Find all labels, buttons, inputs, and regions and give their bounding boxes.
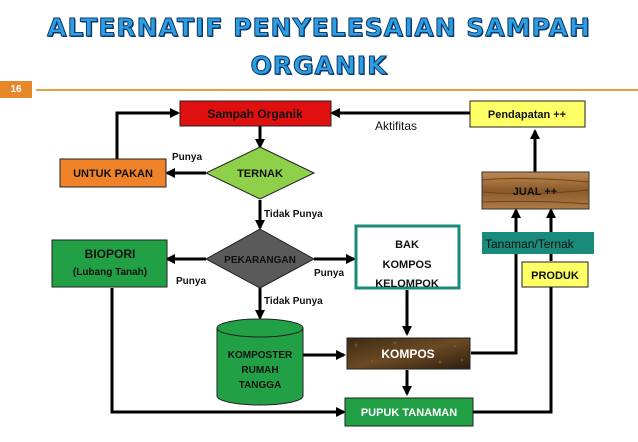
kompos-label: KOMPOS	[381, 347, 434, 361]
edge-label-tidak-punya-1: Tidak Punya	[264, 209, 323, 220]
bak-label-line2: KOMPOS	[383, 259, 432, 271]
arrow-kompos-to-jual	[471, 208, 521, 355]
arrow-biopori-to-pupuk	[110, 288, 346, 417]
slide-number: 16	[10, 84, 22, 95]
produk-label: PRODUK	[531, 270, 579, 282]
edge-label-tidak-punya-2: Tidak Punya	[264, 296, 323, 307]
bak-label-line3: KELOMPOK	[375, 278, 439, 290]
slide-number-bar	[0, 81, 32, 98]
komposter-label-line3: TANGGA	[239, 380, 282, 391]
sampah-organik-label: Sampah Organik	[207, 107, 303, 121]
node-kompos: KOMPOS	[346, 337, 471, 370]
node-biopori: BIOPORI (Lubang Tanah)	[51, 239, 168, 288]
ternak-label: TERNAK	[237, 168, 283, 180]
node-pekarangan: PEKARANGAN	[204, 228, 316, 289]
arrow-pakan-to-sampah	[115, 108, 180, 159]
node-pendapatan: Pendapatan ++	[469, 100, 586, 128]
pupuk-tanaman-label: PUPUK TANAMAN	[361, 407, 457, 419]
komposter-label-line2: RUMAH	[241, 365, 278, 376]
node-komposter: KOMPOSTER RUMAH TANGGA	[216, 318, 304, 406]
page-title-line2: ORGANIK	[250, 51, 388, 80]
tanaman-ternak-label: Tanaman/Ternak	[485, 237, 575, 251]
pekarangan-label: PEKARANGAN	[224, 255, 296, 266]
header-divider	[36, 89, 638, 91]
node-pupuk-tanaman: PUPUK TANAMAN	[344, 397, 474, 427]
node-ternak: TERNAK	[204, 146, 316, 200]
page-title-line1: ALTERNATIF PENYELESAIAN SAMPAH	[47, 13, 591, 42]
bak-label-line1: BAK	[395, 239, 419, 251]
biopori-label-line1: BIOPORI	[85, 247, 136, 261]
jual-label: JUAL ++	[513, 186, 557, 198]
node-bak-kompos: BAK KOMPOS KELOMPOK	[354, 224, 461, 290]
edge-label-punya-left: Punya	[176, 276, 206, 287]
pendapatan-label: Pendapatan ++	[488, 109, 566, 121]
aktifitas-label: Aktifitas	[375, 119, 417, 133]
line-pupuk-to-produk	[473, 287, 553, 414]
node-sampah-organik: Sampah Organik	[179, 100, 332, 127]
edge-label-punya-right: Punya	[314, 268, 344, 279]
node-tanaman-ternak: Tanaman/Ternak	[482, 232, 594, 254]
edge-label-punya-ternak: Punya	[172, 152, 202, 163]
node-jual: JUAL ++	[481, 171, 590, 210]
node-produk: PRODUK	[521, 261, 589, 288]
untuk-pakan-label: UNTUK PAKAN	[73, 168, 153, 180]
komposter-label-line1: KOMPOSTER	[228, 350, 293, 361]
biopori-label-line2: (Lubang Tanah)	[73, 267, 147, 278]
node-untuk-pakan: UNTUK PAKAN	[59, 158, 167, 188]
